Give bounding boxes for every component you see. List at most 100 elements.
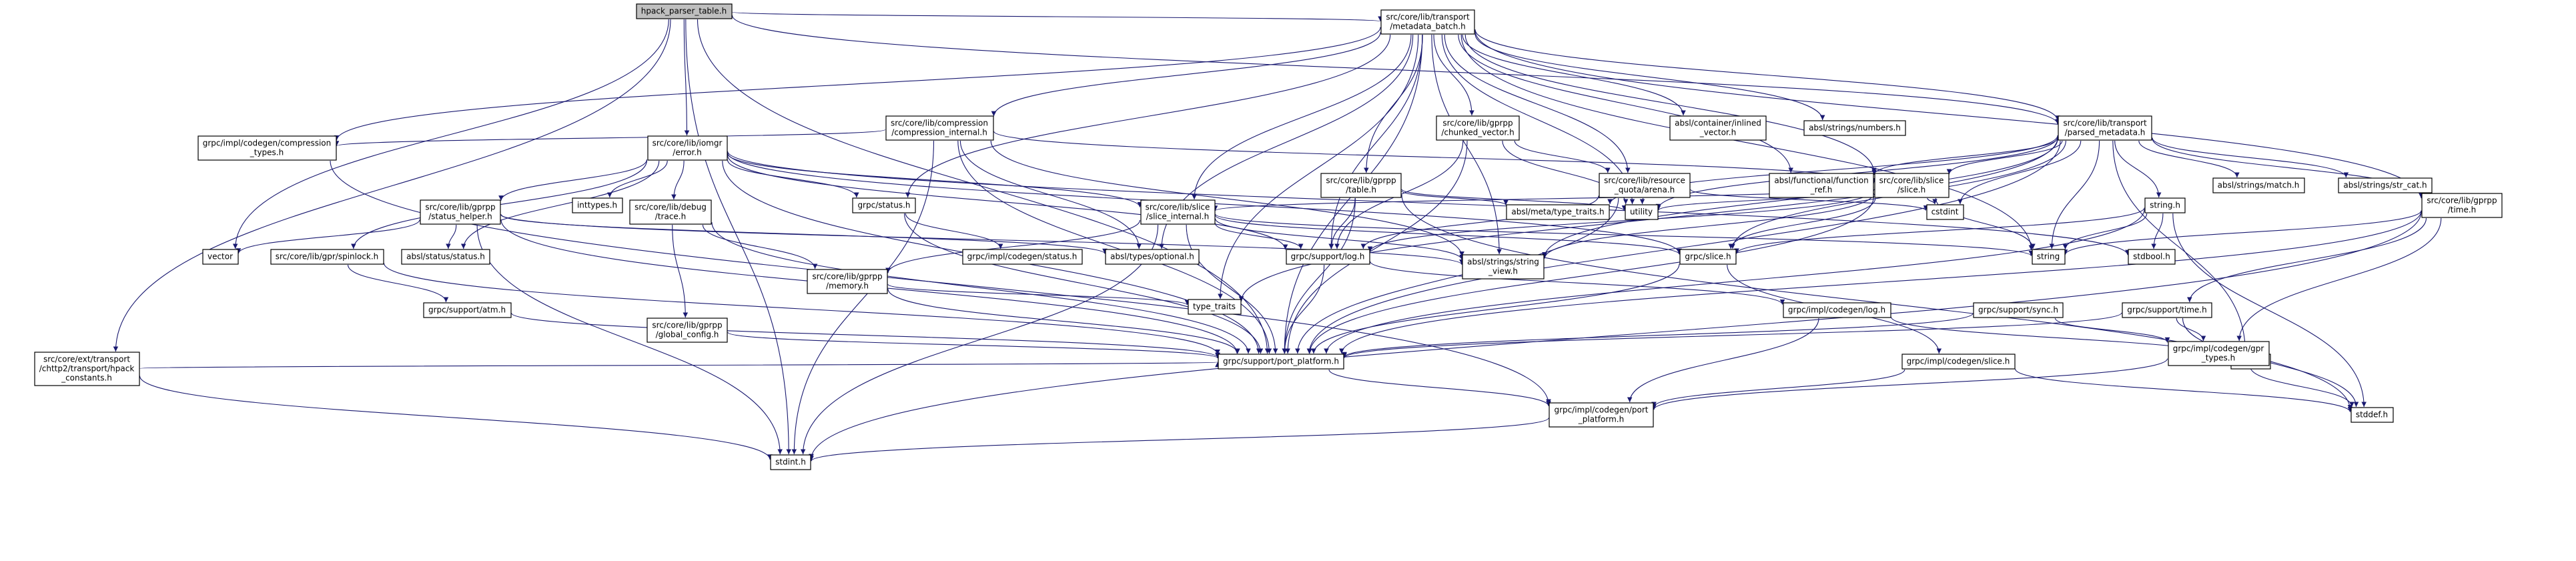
node-label: src/core/ext/transport [43, 355, 130, 364]
dependency-edge [460, 160, 660, 249]
dependency-edge [500, 213, 1464, 265]
node-box [1874, 173, 1950, 198]
node-box [1286, 249, 1370, 265]
node-global-config-h[interactable]: src/core/lib/gprpp/global_config.h [647, 318, 728, 343]
dependency-edge [1655, 136, 2058, 209]
node-label: grpc/impl/codegen/log.h [1788, 306, 1885, 315]
node-absl-numbers-h[interactable]: absl/strings/numbers.h [1803, 120, 1906, 136]
dependency-edge [1734, 207, 2145, 254]
dependency-edge [446, 224, 457, 249]
node-stdint-h[interactable]: stdint.h [770, 454, 811, 470]
node-support-time-h[interactable]: grpc/support/time.h [2122, 302, 2212, 318]
dependency-edge [1306, 140, 2061, 354]
node-box [636, 3, 733, 19]
node-metadata-batch-h[interactable]: src/core/lib/transport/metadata_batch.h [1380, 9, 1475, 35]
dependency-edge [1474, 30, 2424, 199]
node-label: /metadata_batch.h [1390, 22, 1466, 31]
node-hpack-parser-table-h[interactable]: hpack_parser_table.h [636, 3, 733, 19]
node-grpc-status-h[interactable]: grpc/status.h [852, 197, 916, 213]
node-label: grpc/support/sync.h [1978, 306, 2058, 315]
node-label: absl/container/inlined [1675, 119, 1761, 128]
node-label: grpc/impl/codegen/slice.h [1907, 357, 2010, 366]
node-label: src/core/lib/compression [891, 119, 988, 128]
dependency-edge [1871, 137, 2058, 175]
dependency-edge [1285, 140, 1468, 354]
node-label: grpc/status.h [857, 201, 910, 210]
node-box [2421, 193, 2503, 218]
node-utility[interactable]: utility [1625, 204, 1659, 220]
node-support-atm-h[interactable]: grpc/support/atm.h [423, 302, 512, 318]
node-box [2338, 177, 2433, 193]
node-stddef-h[interactable]: stddef.h [2350, 407, 2394, 423]
node-box [401, 249, 490, 265]
node-label: /chttp2/transport/hpack [39, 364, 135, 374]
node-stdbool-h[interactable]: stdbool.h [2128, 249, 2176, 265]
node-vector[interactable]: vector [202, 249, 239, 265]
node-absl-string-view-h[interactable]: absl/strings/string_view.h [1462, 254, 1545, 279]
node-debug-trace-h[interactable]: src/core/lib/debug/trace.h [629, 199, 712, 225]
node-port-platform-h[interactable]: grpc/support/port_platform.h [1218, 354, 1344, 370]
node-string-h[interactable]: string.h [2144, 197, 2186, 213]
node-label: absl/strings/match.h [2218, 181, 2300, 190]
node-label: src/core/lib/resource [1604, 176, 1685, 185]
node-box [2128, 249, 2176, 265]
node-absl-match-h[interactable]: absl/strings/match.h [2212, 177, 2305, 193]
node-parsed-metadata-h[interactable]: src/core/lib/transport/parsed_metadata.h [2058, 115, 2152, 141]
node-label: /slice_internal.h [1146, 212, 1209, 221]
node-box [1901, 354, 2016, 370]
node-gprpp-time-h[interactable]: src/core/lib/gprpp/time.h [2421, 193, 2503, 218]
node-label: src/core/lib/debug [634, 203, 707, 212]
node-box [197, 135, 337, 161]
node-gpr-types-h[interactable]: grpc/impl/codegen/gpr_types.h [2168, 341, 2270, 366]
node-slice-internal-h[interactable]: src/core/lib/slice/slice_internal.h [1140, 199, 1216, 225]
node-box [852, 197, 916, 213]
node-status-helper-h[interactable]: src/core/lib/gprpp/status_helper.h [420, 199, 501, 225]
node-absl-status-h[interactable]: absl/status/status.h [401, 249, 490, 265]
node-grpc-support-log-h[interactable]: grpc/support/log.h [1286, 249, 1370, 265]
dependency-edge [510, 312, 1220, 358]
node-type-traits[interactable]: type_traits [1188, 299, 1242, 315]
node-box [34, 352, 140, 386]
node-support-sync-h[interactable]: grpc/support/sync.h [1973, 302, 2064, 318]
dependency-edge [139, 362, 1219, 370]
node-codegen-slice-h[interactable]: grpc/impl/codegen/slice.h [1901, 354, 2016, 370]
node-string[interactable]: string [2032, 249, 2066, 265]
dependency-edge [791, 140, 935, 455]
node-codegen-port-platform-h[interactable]: grpc/impl/codegen/port_platform.h [1549, 402, 1654, 428]
node-absl-type-traits-h[interactable]: absl/meta/type_traits.h [1506, 204, 1610, 220]
dependency-edge [2112, 140, 2248, 354]
node-resource-arena-h[interactable]: src/core/lib/resource_quota/arena.h [1599, 173, 1691, 198]
node-gprpp-table-h[interactable]: src/core/lib/gprpp/table.h [1320, 173, 1402, 198]
node-label: absl/meta/type_traits.h [1511, 207, 1604, 217]
dependency-edge [800, 224, 1159, 455]
dependency-edge [139, 376, 773, 460]
node-compression-internal-h[interactable]: src/core/lib/compression/compression_int… [885, 115, 994, 141]
node-gprpp-memory-h[interactable]: src/core/lib/gprpp/memory.h [807, 269, 888, 294]
node-slice-slice-h[interactable]: src/core/lib/slice/slice.h [1874, 173, 1950, 198]
node-grpc-slice-h[interactable]: grpc/slice.h [1679, 249, 1737, 265]
node-ext-hpack-constants-h[interactable]: src/core/ext/transport/chttp2/transport/… [34, 352, 140, 386]
node-label: stddef.h [2356, 410, 2388, 420]
node-absl-inlined-vector-h[interactable]: absl/container/inlined_vector.h [1669, 115, 1767, 141]
dependency-edge [1328, 197, 1356, 249]
node-label: grpc/impl/codegen/gpr [2173, 344, 2264, 354]
node-iomgr-error-h[interactable]: src/core/lib/iomgr/error.h [647, 135, 728, 161]
dependency-edge [1444, 34, 1631, 173]
node-label: src/core/lib/gprpp [2427, 196, 2497, 205]
dependency-edge [727, 332, 1220, 359]
dependency-edge [1342, 313, 1974, 358]
node-label: /compression_internal.h [891, 128, 987, 137]
node-codegen-status-h[interactable]: grpc/impl/codegen/status.h [962, 249, 1083, 265]
node-gpr-spinlock-h[interactable]: src/core/lib/gpr/spinlock.h [270, 249, 384, 265]
dependency-edges [113, 11, 2442, 462]
node-chunked-vector-h[interactable]: src/core/lib/gprpp/chunked_vector.h [1436, 115, 1520, 141]
node-function-ref-h[interactable]: absl/functional/function_ref.h [1769, 173, 1874, 198]
node-box [1549, 402, 1654, 428]
node-absl-str-cat-h[interactable]: absl/strings/str_cat.h [2338, 177, 2433, 193]
node-absl-optional-h[interactable]: absl/types/optional.h [1105, 249, 1200, 265]
node-cstdint[interactable]: cstdint [1926, 204, 1964, 220]
node-inttypes-h[interactable]: inttypes.h [572, 197, 623, 213]
node-codegen-log-h[interactable]: grpc/impl/codegen/log.h [1783, 302, 1891, 318]
node-compression-types-h[interactable]: grpc/impl/codegen/compression_types.h [197, 135, 337, 161]
dependency-edge [2236, 217, 2442, 342]
